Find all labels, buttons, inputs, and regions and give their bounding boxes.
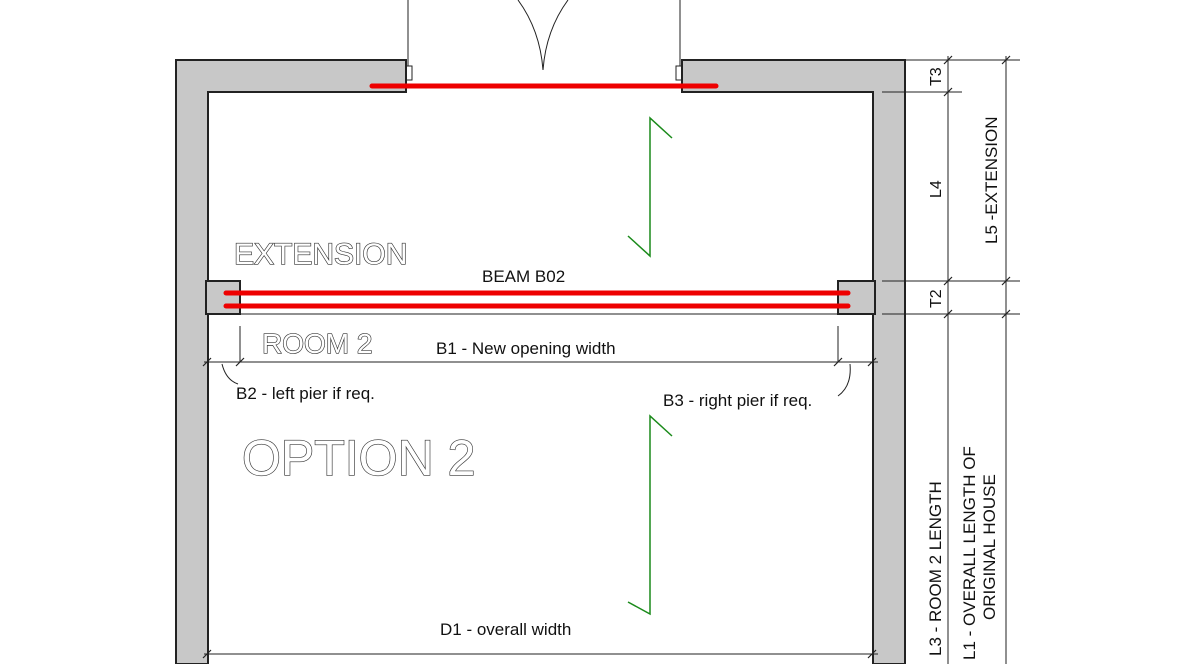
b1-label: B1 - New opening width	[436, 339, 616, 358]
t3-label: T3	[928, 67, 945, 86]
house-walls	[175, 59, 906, 664]
l3-label: L3 - ROOM 2 LENGTH	[926, 481, 945, 656]
d1-label: D1 - overall width	[440, 620, 571, 639]
t2-label: T2	[928, 289, 945, 308]
dim-b-line	[202, 326, 878, 397]
break-line-lower	[627, 414, 673, 616]
entrance-door	[403, 0, 685, 81]
left-pier	[205, 280, 241, 315]
top-wall-left	[175, 59, 407, 664]
right-pier	[837, 280, 876, 315]
b2-label: B2 - left pier if req.	[236, 384, 375, 403]
extension-label: EXTENSION	[234, 238, 407, 271]
beams	[223, 83, 851, 309]
dim-d1-line	[202, 618, 878, 659]
l1-label-line2: ORIGINAL HOUSE	[980, 474, 999, 620]
dim-vertical-right	[882, 55, 1020, 664]
beam-label: BEAM B02	[482, 267, 565, 286]
option-label: OPTION 2	[242, 430, 475, 486]
room2-label: ROOM 2	[262, 328, 372, 359]
l4-label: L4	[928, 180, 945, 198]
b3-label: B3 - right pier if req.	[663, 391, 812, 410]
break-line-upper	[627, 116, 673, 258]
l5-label: L5 -EXTENSION	[982, 116, 1001, 244]
l1-label-line1: L1 - OVERALL LENGTH OF	[960, 446, 979, 660]
break-lines	[627, 116, 673, 616]
